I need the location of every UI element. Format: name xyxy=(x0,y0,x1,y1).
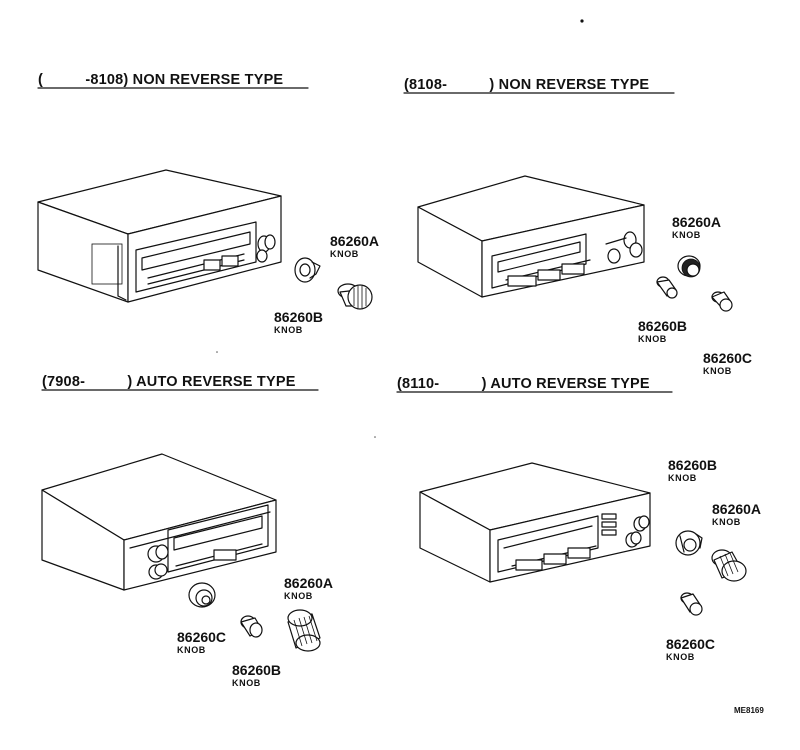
svg-text:86260C: 86260C xyxy=(177,629,226,645)
reference-number: ME8169 xyxy=(734,706,764,715)
section-title-1: ( -8108) NON REVERSE TYPE xyxy=(37,72,309,89)
svg-text:KNOB: KNOB xyxy=(284,591,313,601)
print-speck xyxy=(374,436,376,438)
section-title-3: (7908- ) AUTO REVERSE TYPE xyxy=(41,374,319,391)
knob-86260B-s3 xyxy=(240,615,263,638)
svg-text:KNOB: KNOB xyxy=(274,325,303,335)
knob-86260C-s4 xyxy=(680,592,703,616)
svg-text:86260A: 86260A xyxy=(672,214,721,230)
part-label-86260C-s3: 86260C KNOB xyxy=(177,629,226,655)
part-label-86260B-s4: 86260B KNOB xyxy=(668,457,717,483)
svg-text:86260A: 86260A xyxy=(284,575,333,591)
stereo-unit-2 xyxy=(417,175,645,298)
svg-text:KNOB: KNOB xyxy=(668,473,697,483)
svg-text:KNOB: KNOB xyxy=(703,366,732,376)
knob-86260A-s4 xyxy=(711,549,747,582)
stereo-unit-4 xyxy=(419,462,651,583)
knob-86260B-s4 xyxy=(675,530,703,556)
part-label-86260B-s3: 86260B KNOB xyxy=(232,662,281,688)
svg-text:KNOB: KNOB xyxy=(638,334,667,344)
svg-text:86260A: 86260A xyxy=(712,501,761,517)
svg-text:86260B: 86260B xyxy=(274,309,323,325)
svg-text:86260A: 86260A xyxy=(330,233,379,249)
svg-text:KNOB: KNOB xyxy=(232,678,261,688)
svg-text:KNOB: KNOB xyxy=(330,249,359,259)
part-label-86260A-s3: 86260A KNOB xyxy=(284,575,333,601)
svg-text:86260B: 86260B xyxy=(232,662,281,678)
svg-text:( -8108) NON REVERSE: ( -8108) NON REVERSE TYPE xyxy=(38,72,283,88)
svg-text:KNOB: KNOB xyxy=(712,517,741,527)
svg-text:(7908- ) AUTO REVERSE: (7908- ) AUTO REVERSE TYPE xyxy=(42,374,296,390)
stereo-unit-3 xyxy=(41,453,277,591)
svg-text:86260B: 86260B xyxy=(668,457,717,473)
part-label-86260A-s4: 86260A KNOB xyxy=(712,501,761,527)
svg-text:86260C: 86260C xyxy=(666,636,715,652)
section-title-4: (8110- ) AUTO REVERSE TYPE xyxy=(396,376,673,393)
stereo-unit-1 xyxy=(37,169,282,303)
svg-text:KNOB: KNOB xyxy=(672,230,701,240)
knob-86260C-s2 xyxy=(711,291,733,312)
svg-text:(8110- ) AUTO REVERSE: (8110- ) AUTO REVERSE TYPE xyxy=(397,376,650,392)
knob-86260A-s2 xyxy=(677,255,701,278)
part-label-86260C-s2: 86260C KNOB xyxy=(703,350,752,376)
part-label-86260A-s1: 86260A KNOB xyxy=(330,233,379,259)
knob-86260B-s2 xyxy=(656,276,678,299)
print-speck xyxy=(580,19,584,23)
section-title-2: (8108- ) NON REVERSE TYPE xyxy=(403,77,675,94)
print-speck xyxy=(216,351,218,353)
svg-text:(8108- ) NON REVERSE: (8108- ) NON REVERSE TYPE xyxy=(404,77,649,93)
svg-text:86260C: 86260C xyxy=(703,350,752,366)
part-label-86260B-s1: 86260B KNOB xyxy=(274,309,323,335)
knob-86260A-s1 xyxy=(337,283,373,310)
svg-text:KNOB: KNOB xyxy=(666,652,695,662)
svg-text:86260B: 86260B xyxy=(638,318,687,334)
svg-text:KNOB: KNOB xyxy=(177,645,206,655)
part-label-86260C-s4: 86260C KNOB xyxy=(666,636,715,662)
part-label-86260B-s2: 86260B KNOB xyxy=(638,318,687,344)
knob-86260C-s3 xyxy=(188,582,216,608)
knob-86260B-s1 xyxy=(294,257,321,283)
part-label-86260A-s2: 86260A KNOB xyxy=(672,214,721,240)
knob-86260A-s3 xyxy=(287,609,321,652)
